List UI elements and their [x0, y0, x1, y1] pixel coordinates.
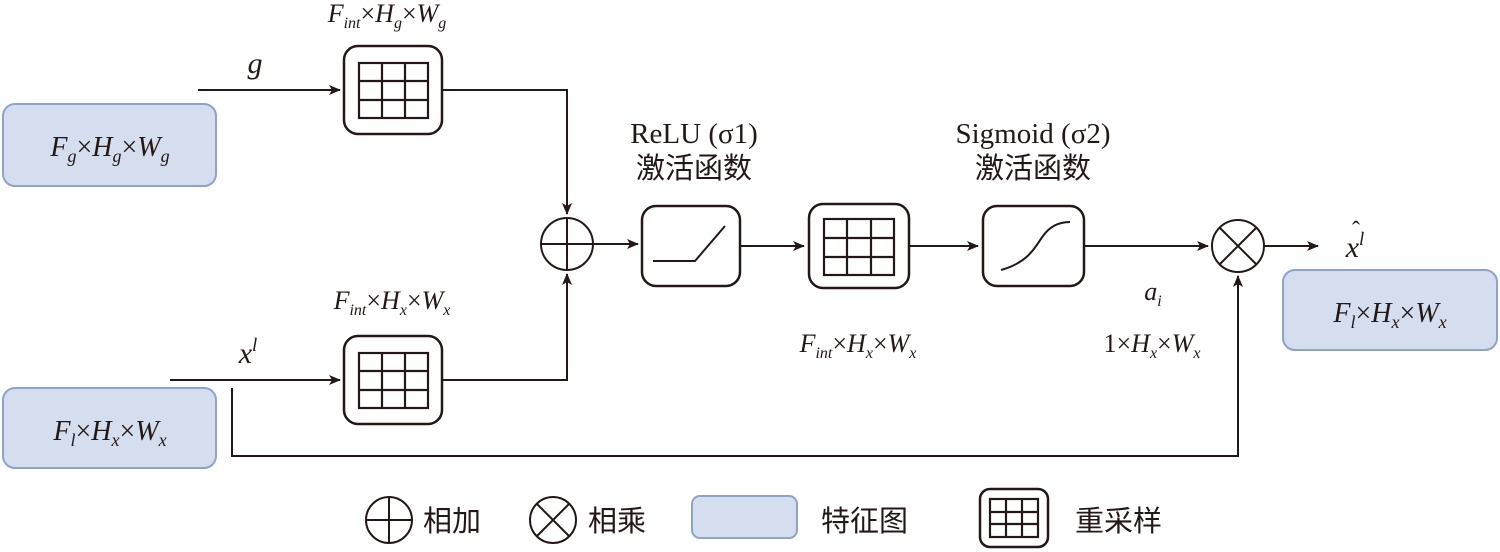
legend-add-label: 相加 [423, 504, 481, 538]
legend-multiply-label: 相乘 [588, 504, 646, 538]
skip-bypass-arrow [231, 275, 1243, 457]
skip-resample-dims: Fint×Hx×Wx [333, 286, 451, 319]
legend-resample-icon [978, 487, 1050, 549]
sigmoid-activation-block [981, 204, 1086, 288]
gating-resample-block [342, 44, 444, 136]
intermediate-dims: Fint×Hx×Wx [799, 329, 917, 362]
relu-name: ReLU (σ1) [630, 118, 758, 150]
output-dims: Fl×Hx×Wx [1332, 298, 1446, 332]
skip-dims: Fl×Hx×Wx [52, 416, 166, 450]
output-feature-map: Fl×Hx×Wx [1282, 269, 1498, 351]
skip-signal-label: xl [238, 335, 258, 370]
gating-feature-map: Fg×Hg×Wg [2, 103, 217, 187]
skip-to-add-arrow [442, 273, 572, 381]
output-hat-accent: ˆ [1352, 218, 1360, 244]
attention-coefficient-label: ai [1144, 277, 1161, 310]
multiply-operator [1211, 219, 1265, 273]
sigmoid-name: Sigmoid (σ2) [956, 118, 1111, 150]
legend-feature-map-swatch [691, 495, 798, 539]
legend: 相加 相乘 特征图 重采样 [365, 487, 1162, 549]
output-signal-label: xl [1345, 229, 1365, 264]
gating-to-add-arrow [442, 89, 572, 215]
intermediate-resample-block [807, 202, 911, 290]
relu-caption: 激活函数 [636, 151, 752, 185]
add-operator [540, 217, 594, 271]
legend-resample-label: 重采样 [1075, 504, 1162, 538]
attention-coefficient-dims: 1×Hx×Wx [1103, 329, 1200, 362]
gating-resample-dims: Fint×Hg×Wg [327, 0, 447, 32]
gating-signal-label: g [248, 47, 263, 80]
legend-add-icon [365, 496, 413, 544]
legend-feature-map-label: 特征图 [821, 504, 908, 538]
gating-dims: Fg×Hg×Wg [49, 132, 169, 166]
skip-resample-block [342, 334, 444, 426]
skip-feature-map: Fl×Hx×Wx [2, 387, 217, 469]
sigmoid-caption: 激活函数 [975, 151, 1091, 185]
legend-multiply-icon [529, 496, 577, 544]
relu-activation-block [640, 204, 742, 288]
